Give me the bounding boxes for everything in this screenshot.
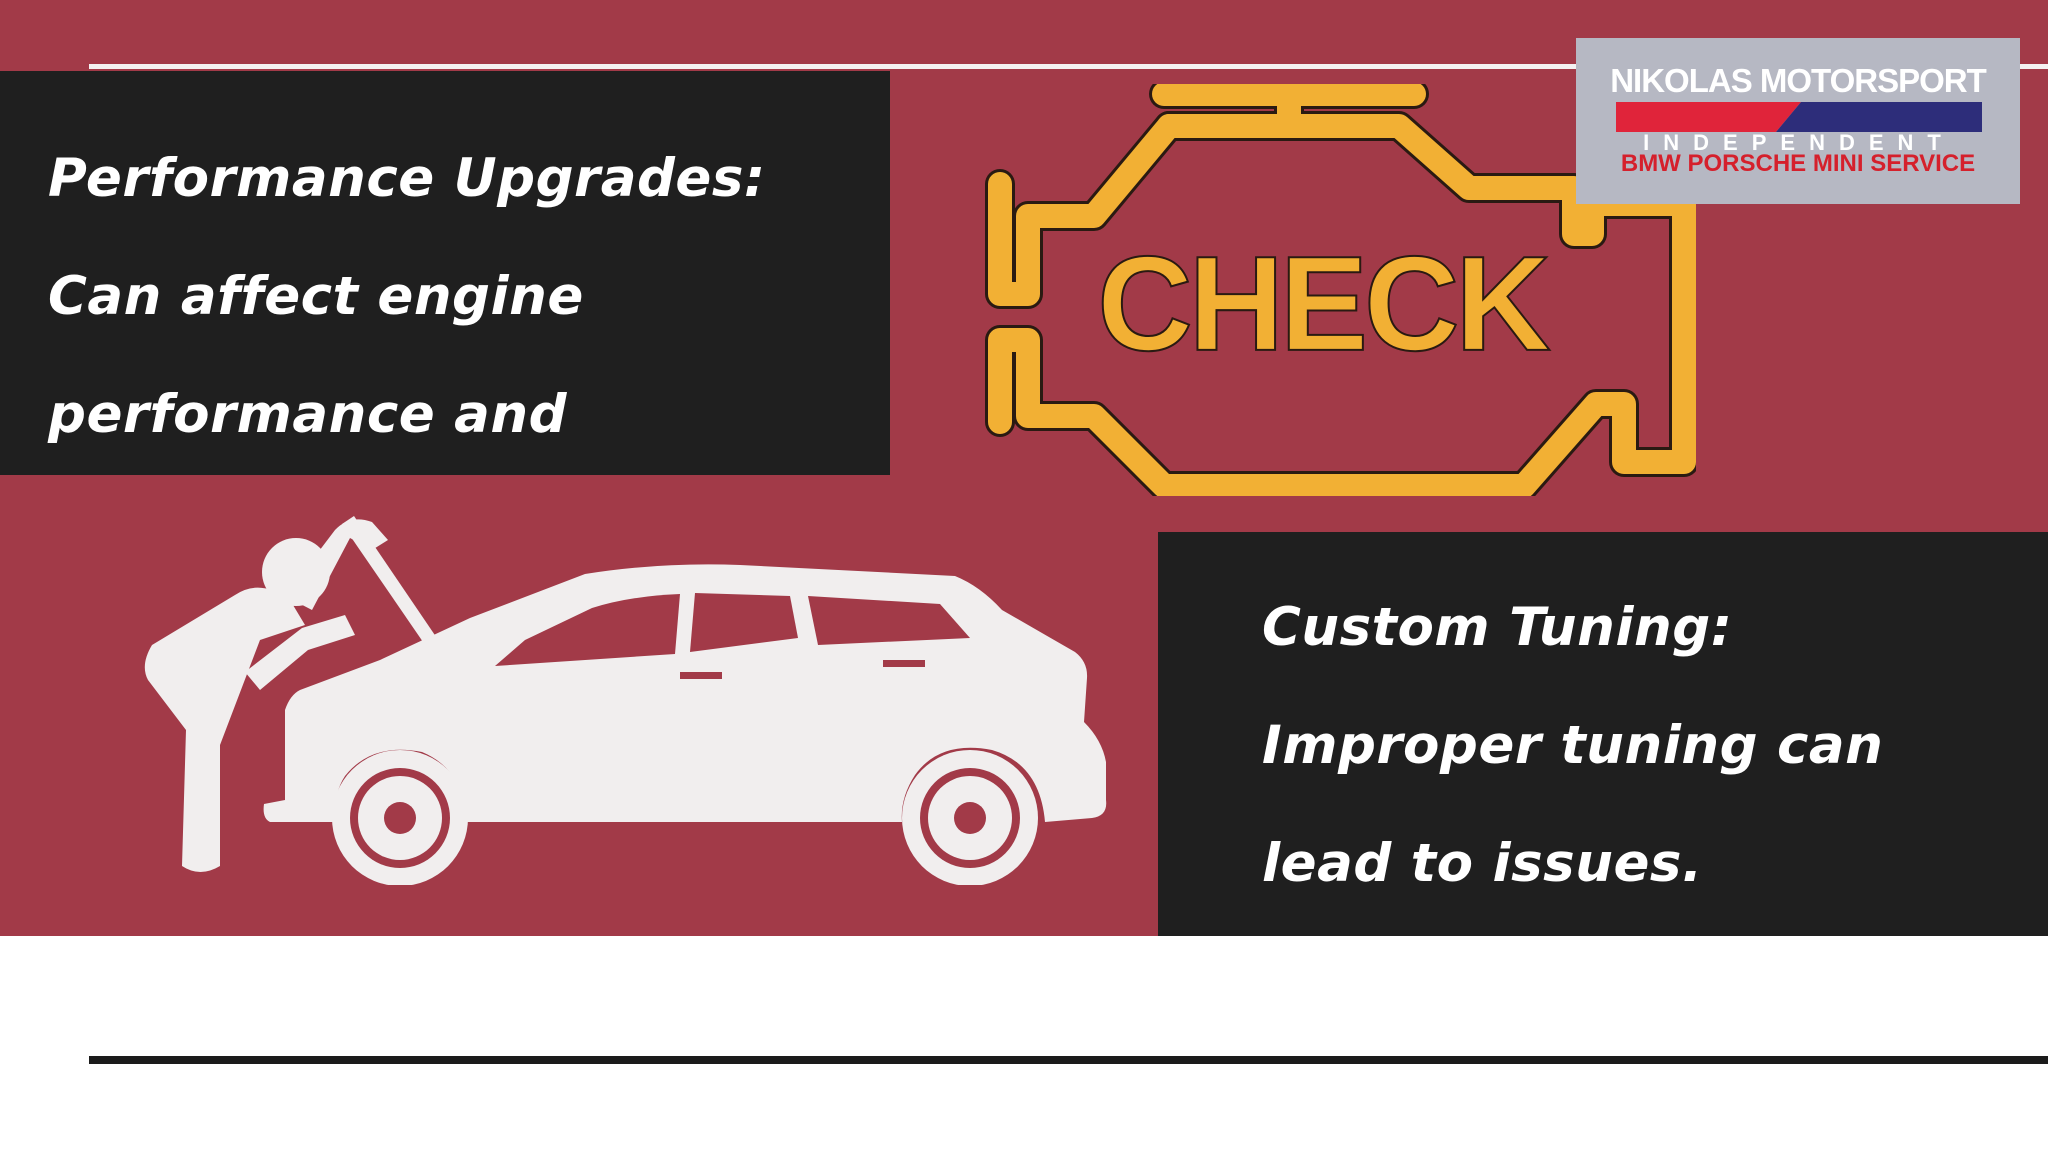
custom-tuning-panel: Custom Tuning: Improper tuning can lead …: [1158, 532, 2048, 936]
performance-upgrades-panel: Performance Upgrades: Can affect engine …: [0, 71, 890, 475]
custom-tuning-text: Custom Tuning: Improper tuning can lead …: [1262, 597, 1884, 894]
logo-title: NIKOLAS MOTORSPORT: [1610, 62, 1987, 99]
check-label: CHECK: [1096, 228, 1551, 379]
logo-service-line: BMW PORSCHE MINI SERVICE: [1620, 150, 1976, 177]
bottom-divider: [89, 1056, 2048, 1064]
mechanic-car-icon: [144, 516, 1107, 885]
logo-stripe: [1616, 102, 1982, 132]
performance-upgrades-text: Performance Upgrades: Can affect engine …: [48, 148, 766, 445]
logo-subtitle: INDEPENDENT: [1643, 130, 1955, 155]
top-divider: [89, 64, 2048, 69]
nikolas-motorsport-logo: NIKOLAS MOTORSPORT INDEPENDENT BMW PORSC…: [1576, 38, 2020, 204]
check-engine-icon: [985, 84, 1696, 496]
